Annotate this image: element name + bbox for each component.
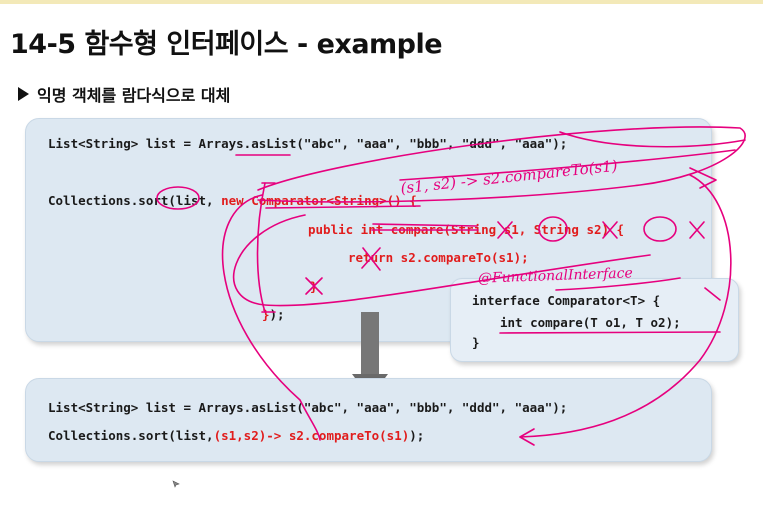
lambda-code-panel: [25, 378, 712, 462]
sort-close-paren: );: [269, 307, 285, 322]
iface-line-method: int compare(T o1, T o2);: [500, 315, 681, 330]
anonymous-comparator-start: new Comparator<String>() {: [221, 193, 417, 208]
code-line-sort-call: Collections.sort(list, new Comparator<St…: [48, 193, 417, 208]
lambda-sort-close: );: [409, 428, 425, 443]
slide-title: 14-5 함수형 인터페이스 - example: [10, 29, 443, 60]
lambda-line-sort-call: Collections.sort(list,(s1,s2)-> s2.compa…: [48, 428, 425, 443]
triangle-bullet-icon: [18, 87, 29, 101]
code-line-list-declaration: List<String> list = Arrays.asList("abc",…: [48, 136, 568, 151]
lambda-line-list-declaration: List<String> list = Arrays.asList("abc",…: [48, 400, 568, 415]
code-line-compare-method: public int compare(String s1, String s2)…: [308, 222, 625, 237]
code-line-return: return s2.compareTo(s1);: [348, 250, 529, 265]
iface-line-close: }: [472, 335, 480, 350]
sort-call-prefix: Collections.sort(list,: [48, 193, 222, 208]
mouse-cursor-icon: [172, 480, 180, 488]
top-accent-bar: [0, 0, 763, 4]
code-line-method-close: }: [310, 279, 318, 294]
lambda-expression: (s1,s2)-> s2.compareTo(s1): [213, 428, 410, 443]
lambda-sort-prefix: Collections.sort(list,: [48, 428, 214, 443]
iface-line-declaration: interface Comparator<T> {: [472, 293, 661, 308]
subtitle-row: 익명 객체를 람다식으로 대체: [18, 82, 230, 106]
code-line-sort-close: });: [262, 307, 285, 322]
anonymous-comparator-end: }: [262, 307, 270, 322]
slide-subtitle: 익명 객체를 람다식으로 대체: [37, 86, 231, 105]
